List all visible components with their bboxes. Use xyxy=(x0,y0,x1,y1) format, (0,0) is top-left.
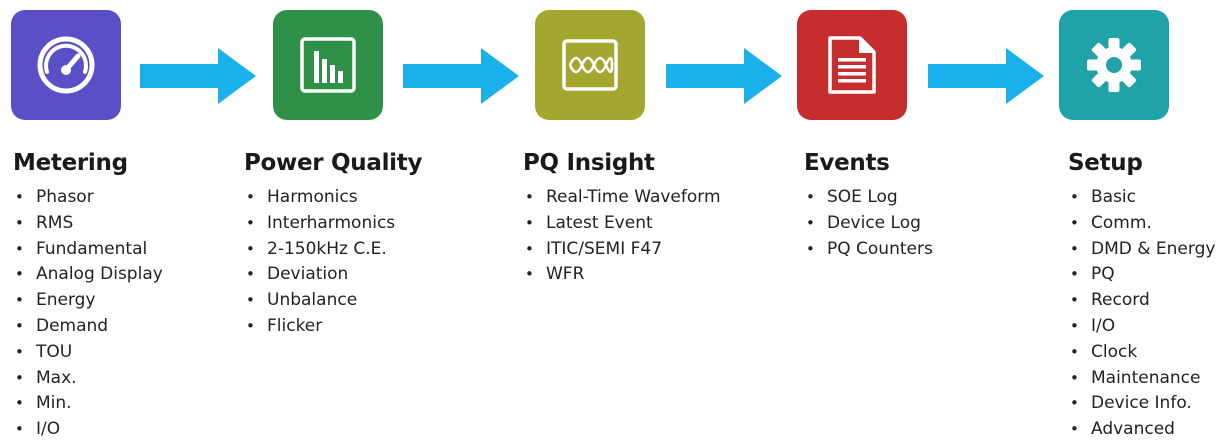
list-item[interactable]: Record xyxy=(1068,288,1215,314)
list-item[interactable]: I/O xyxy=(13,417,163,443)
list-item[interactable]: PQ xyxy=(1068,262,1215,288)
waveform-icon xyxy=(562,39,618,91)
list-item[interactable]: Energy xyxy=(13,288,163,314)
list-item[interactable]: Unbalance xyxy=(244,288,422,314)
list-item[interactable]: SOE Log xyxy=(804,185,933,211)
feature-list: Real-Time WaveformLatest EventITIC/SEMI … xyxy=(523,185,721,288)
list-item[interactable]: 2-150kHz C.E. xyxy=(244,237,422,263)
list-item[interactable]: Fundamental xyxy=(13,237,163,263)
list-item[interactable]: Min. xyxy=(13,391,163,417)
list-item[interactable]: Basic xyxy=(1068,185,1215,211)
section-title[interactable]: Setup xyxy=(1068,150,1143,176)
list-item[interactable]: Real-Time Waveform xyxy=(523,185,721,211)
feature-list: BasicComm.DMD & EnergyPQRecordI/OClockMa… xyxy=(1068,185,1215,443)
list-item[interactable]: Device Log xyxy=(804,211,933,237)
pq-insight-section: PQ Insight Real-Time WaveformLatest Even… xyxy=(523,147,721,288)
events-tile[interactable] xyxy=(797,10,907,120)
power-quality-tile[interactable] xyxy=(273,10,383,120)
flow-arrow-3 xyxy=(666,48,782,104)
document-icon xyxy=(828,36,876,94)
list-item[interactable]: WFR xyxy=(523,262,721,288)
feature-list: HarmonicsInterharmonics2-150kHz C.E.Devi… xyxy=(244,185,422,340)
gauge-icon xyxy=(37,36,95,94)
list-item[interactable]: Advanced xyxy=(1068,417,1215,443)
list-item[interactable]: ITIC/SEMI F47 xyxy=(523,237,721,263)
section-title[interactable]: Metering xyxy=(13,150,128,176)
events-section: Events SOE LogDevice LogPQ Counters xyxy=(804,147,933,262)
power-quality-section: Power Quality HarmonicsInterharmonics2-1… xyxy=(244,147,422,340)
setup-section: Setup BasicComm.DMD & EnergyPQRecordI/OC… xyxy=(1068,147,1215,443)
bar-chart-icon xyxy=(300,37,356,93)
list-item[interactable]: Clock xyxy=(1068,340,1215,366)
list-item[interactable]: Flicker xyxy=(244,314,422,340)
list-item[interactable]: Deviation xyxy=(244,262,422,288)
pq-insight-tile[interactable] xyxy=(535,10,645,120)
list-item[interactable]: Comm. xyxy=(1068,211,1215,237)
section-title[interactable]: Events xyxy=(804,150,890,176)
list-item[interactable]: Phasor xyxy=(13,185,163,211)
list-item[interactable]: I/O xyxy=(1068,314,1215,340)
section-title[interactable]: Power Quality xyxy=(244,150,423,176)
list-item[interactable]: Device Info. xyxy=(1068,391,1215,417)
list-item[interactable]: Demand xyxy=(13,314,163,340)
list-item[interactable]: Harmonics xyxy=(244,185,422,211)
list-item[interactable]: Analog Display xyxy=(13,262,163,288)
list-item[interactable]: Max. xyxy=(13,366,163,392)
feature-list: SOE LogDevice LogPQ Counters xyxy=(804,185,933,262)
setup-tile[interactable] xyxy=(1059,10,1169,120)
flow-arrow-1 xyxy=(140,48,256,104)
list-item[interactable]: PQ Counters xyxy=(804,237,933,263)
list-item[interactable]: Interharmonics xyxy=(244,211,422,237)
list-item[interactable]: TOU xyxy=(13,340,163,366)
gear-icon xyxy=(1087,38,1141,92)
section-title[interactable]: PQ Insight xyxy=(523,150,655,176)
list-item[interactable]: RMS xyxy=(13,211,163,237)
list-item[interactable]: Maintenance xyxy=(1068,366,1215,392)
list-item[interactable]: Latest Event xyxy=(523,211,721,237)
metering-section: Metering PhasorRMSFundamentalAnalog Disp… xyxy=(13,147,163,443)
flow-arrow-2 xyxy=(403,48,519,104)
metering-tile[interactable] xyxy=(11,10,121,120)
list-item[interactable]: DMD & Energy xyxy=(1068,237,1215,263)
flow-arrow-4 xyxy=(928,48,1044,104)
feature-list: PhasorRMSFundamentalAnalog DisplayEnergy… xyxy=(13,185,163,443)
